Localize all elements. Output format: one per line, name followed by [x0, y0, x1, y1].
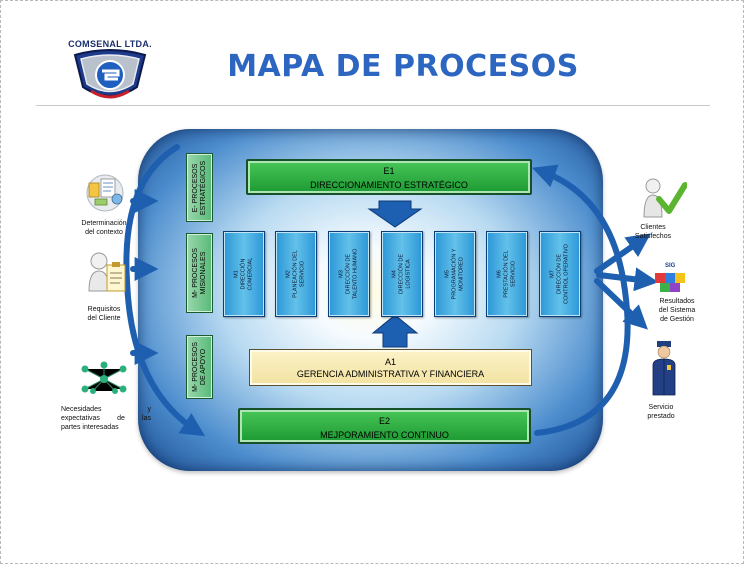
m2-line1: PLANEACIÓN DEL — [292, 250, 299, 298]
input-stakeholders-line1: Necesidades y — [61, 406, 151, 413]
e2-name: MEJPORAMIENTO CONTINUO — [320, 430, 449, 440]
input-client-line2: del Cliente — [87, 315, 121, 322]
output-results-line3: de Gestión — [660, 316, 694, 323]
page-title: MAPA DE PROCESOS — [227, 49, 579, 84]
m3-line1: DIRECCIÓN DE — [345, 253, 352, 295]
m4-code: M4 — [391, 270, 398, 278]
sidebar-strategic-line1: E- PROCESOS — [191, 163, 199, 212]
output-service-label: Servicio prestado — [631, 403, 691, 421]
a1-name: GERENCIA ADMINISTRATIVA Y FINANCIERA — [296, 369, 485, 379]
support-process-a1[interactable]: A1 GERENCIA ADMINISTRATIVA Y FINANCIERA — [249, 349, 532, 386]
m1-code: M1 — [233, 270, 240, 278]
client-requirements-icon — [83, 251, 129, 299]
sidebar-mission-line1: M- PROCESOS — [191, 248, 199, 298]
m6-line2: SERVICIO — [510, 260, 517, 288]
security-guard-icon — [649, 339, 679, 397]
output-satisfied-label: Clientes Satisfechos — [621, 223, 685, 241]
m4-line1: DIRECCIÓN DE — [398, 253, 405, 295]
e1-name: DIRECCIONAMIENTO ESTRATÉGICO — [310, 180, 468, 190]
company-logo — [67, 41, 153, 111]
m5-code: M5 — [444, 270, 451, 278]
m4-line2: LOGÍSTICA — [405, 259, 412, 289]
strategic-process-e1[interactable]: E1 DIRECCIONAMIENTO ESTRATÉGICO — [246, 159, 532, 195]
output-service-line1: Servicio — [648, 404, 674, 411]
m7-code: M7 — [549, 270, 556, 278]
m6-code: M6 — [496, 270, 503, 278]
input-context-label: Determinación del contexto — [65, 219, 143, 237]
m7-line2: CONTROL OPERATIVO — [563, 244, 570, 304]
m2-line2: SERVICIO — [299, 260, 306, 288]
m7-line1: DIRECCIÓN DE — [556, 253, 563, 295]
m5-line2: MONITOREO — [458, 257, 465, 291]
output-results-line2: del Sistema — [658, 307, 696, 314]
e2-code: E2 — [378, 416, 390, 426]
m2-code: M2 — [285, 270, 292, 278]
m3-line2: TALENTO HUMANO — [352, 248, 359, 300]
input-client-line1: Requisitos — [87, 306, 121, 313]
sidebar-support-line1: M- PROCESOS — [191, 342, 199, 392]
input-stakeholders-line2: expectativas de las — [61, 415, 151, 422]
title-divider — [36, 105, 710, 106]
input-context-line2: del contexto — [85, 229, 123, 236]
sidebar-strategic-line2: ESTRATÉGICOS — [199, 160, 207, 215]
m5-line1: PROGRAMACIÓN Y — [451, 248, 458, 300]
sidebar-mission-line2: MISIONALES — [199, 251, 207, 295]
a1-code: A1 — [384, 357, 396, 367]
logo-wordmark: COMSENAL LTDA. — [68, 39, 152, 49]
output-service-line2: prestado — [647, 413, 675, 420]
input-client-label: Requisitos del Cliente — [65, 305, 143, 323]
input-context-line1: Determinación — [81, 220, 127, 227]
output-results-line1: Resultados — [659, 298, 695, 305]
m6-line1: PRESTACIÓN DEL — [503, 250, 510, 298]
context-analysis-icon — [81, 171, 129, 213]
sig-badge: SIG — [665, 263, 676, 269]
input-stakeholders-label: Necesidades y expectativas de las partes… — [61, 405, 151, 432]
m1-line1: DIRECCIÓN — [240, 258, 247, 290]
sidebar-support-line2: DE APOYO — [199, 348, 207, 386]
e1-code: E1 — [383, 166, 395, 176]
checkmark-person-icon — [641, 177, 688, 219]
m3-code: M3 — [338, 270, 345, 278]
sig-puzzle-icon — [653, 263, 687, 293]
improvement-process-e2[interactable]: E2 MEJPORAMIENTO CONTINUO — [238, 408, 531, 444]
output-satisfied-line1: Clientes — [640, 224, 666, 231]
output-satisfied-line2: Satisfechos — [634, 233, 672, 240]
stakeholders-network-icon — [75, 361, 133, 395]
output-results-label: Resultados del Sistema de Gestión — [647, 297, 707, 324]
m1-line2: COMERCIAL — [247, 257, 254, 291]
input-stakeholders-line3: partes interesadas — [61, 424, 119, 431]
